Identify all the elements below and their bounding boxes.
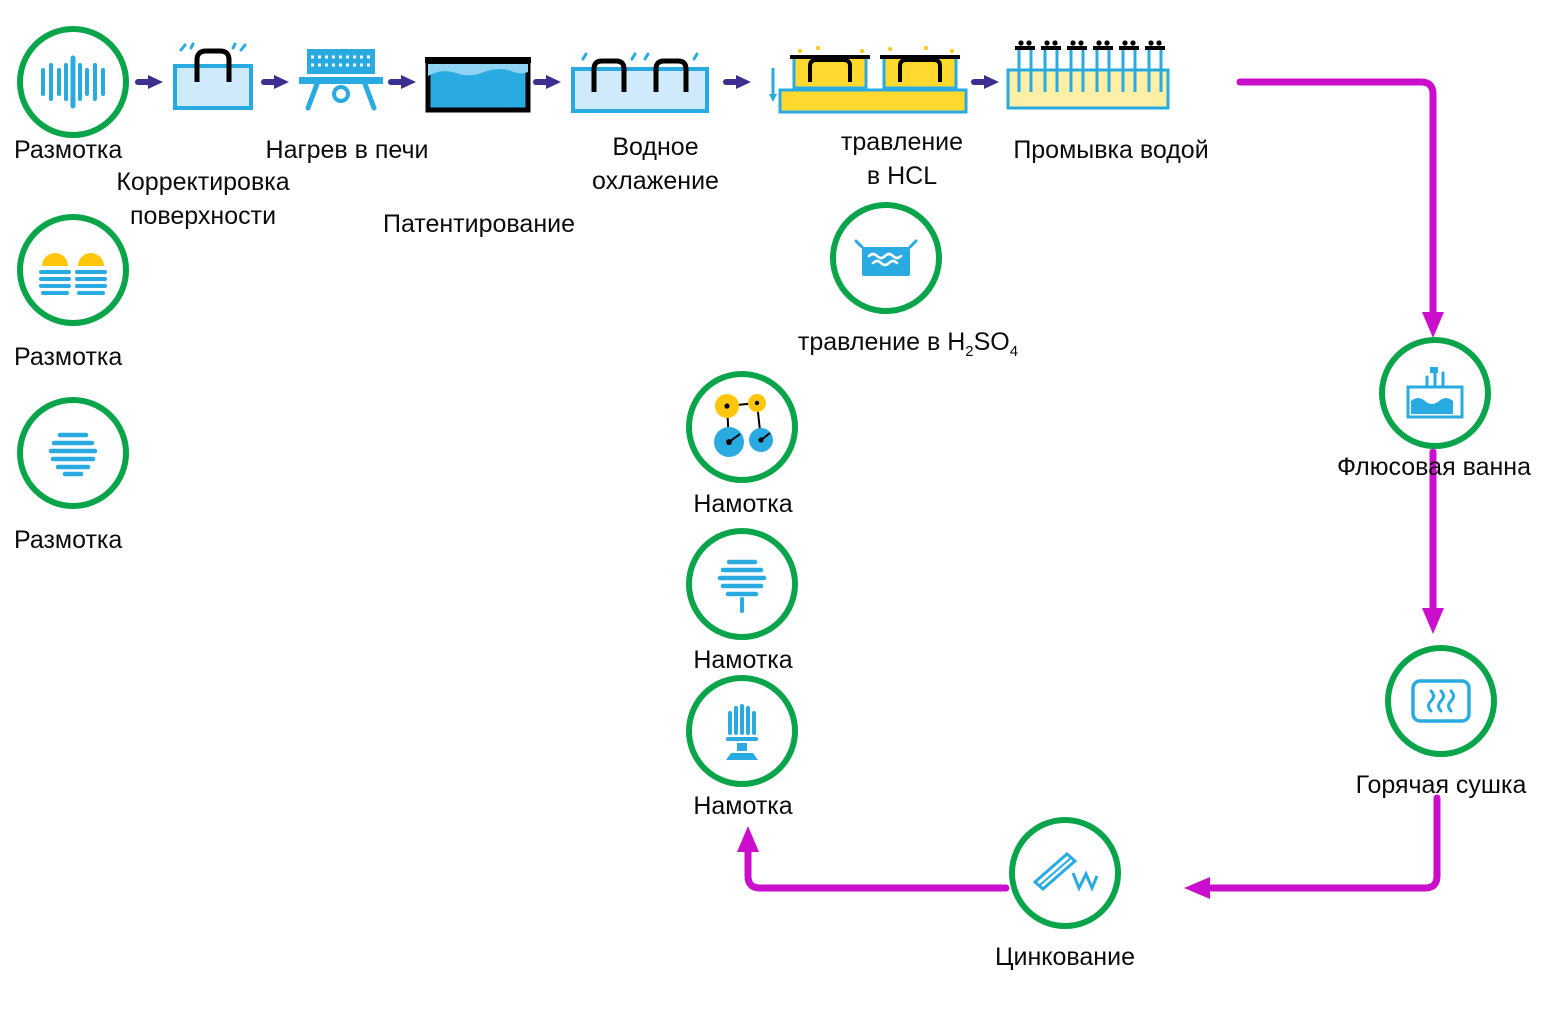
label-hot-drying: Горячая сушка	[1355, 771, 1527, 799]
label-surface-correction-line2: поверхности	[129, 202, 277, 230]
label-h2so4-mid: SO	[973, 328, 1010, 356]
process-circle-hot-drying	[1385, 645, 1497, 757]
label-hcl-pickling: травление в HCL	[812, 125, 992, 193]
step-hcl-pickling	[766, 44, 971, 121]
label-hcl-pickling-line2: в HCL	[866, 162, 938, 190]
label-h2so4-prefix: травление в H	[797, 328, 966, 356]
process-circle-galvanizing	[1009, 817, 1121, 929]
flow-arrow-wash-to-flux	[1236, 78, 1444, 338]
coil-stack-icon	[717, 559, 767, 613]
label-flux-bath: Флюсовая ванна	[1336, 453, 1531, 481]
cooling-tank-icon	[571, 52, 709, 113]
dip-tank-icon	[173, 42, 253, 110]
label-water-washing: Промывка водой	[1013, 136, 1209, 164]
label-patenting: Патентирование	[382, 210, 575, 238]
process-circle-flux-bath	[1379, 337, 1491, 449]
label-hcl-pickling-line1: травление	[840, 128, 964, 156]
label-unwind-top: Размотка	[14, 136, 123, 164]
process-circle-unwind-middle	[17, 214, 129, 326]
wire-spool-side-icon	[41, 55, 105, 109]
process-circle-winding-stand	[686, 675, 798, 787]
label-galvanizing: Цинкование	[995, 943, 1135, 971]
process-circle-winding-coil	[686, 528, 798, 640]
step-furnace-heating	[295, 46, 387, 119]
label-winding-coil: Намотка	[693, 646, 793, 674]
step-surface-correction	[171, 42, 255, 117]
process-circle-unwind-bottom	[17, 397, 129, 509]
washing-line-icon	[1006, 38, 1170, 110]
label-h2so4-sub1: 2	[965, 343, 974, 360]
flux-bath-icon	[1406, 367, 1464, 419]
acid-bath-icon	[854, 239, 918, 276]
label-surface-correction-line1: Корректировка	[116, 168, 290, 196]
flow-arrow-dry-to-zinc	[1184, 794, 1441, 899]
step-patenting	[424, 52, 532, 119]
label-surface-correction: Корректировка поверхности	[88, 165, 318, 233]
process-circle-winding-pulleys	[686, 371, 798, 483]
zinc-bath-icon	[1032, 852, 1099, 892]
patenting-bath-icon	[425, 57, 531, 113]
label-unwind-middle: Размотка	[14, 343, 123, 371]
label-water-cooling-line2: охлажение	[592, 167, 719, 195]
label-water-cooling-line1: Водное	[612, 133, 699, 161]
acid-tanks-icon	[769, 46, 968, 114]
label-h2so4-pickling: травление в H2SO4	[772, 325, 1044, 369]
dryer-icon	[1411, 679, 1471, 723]
process-circle-h2so4	[830, 202, 942, 314]
double-coil-icon	[39, 253, 107, 295]
label-furnace-heating: Нагрев в печи	[265, 136, 429, 164]
label-h2so4-sub2: 4	[1009, 343, 1019, 360]
flat-coil-icon	[48, 432, 98, 477]
label-unwind-bottom: Размотка	[14, 526, 123, 554]
flow-arrow-zinc-to-wind	[737, 826, 1010, 892]
process-circle-unwind-top	[17, 26, 129, 138]
label-winding-pulleys: Намотка	[693, 490, 793, 518]
step-water-washing	[1004, 38, 1172, 117]
step-water-cooling	[569, 52, 711, 119]
label-winding-stand: Намотка	[693, 792, 793, 820]
label-water-cooling: Водное охлажение	[573, 130, 738, 198]
furnace-icon	[299, 49, 383, 111]
coil-stand-icon	[726, 704, 758, 760]
pulleys-icon	[714, 394, 773, 457]
